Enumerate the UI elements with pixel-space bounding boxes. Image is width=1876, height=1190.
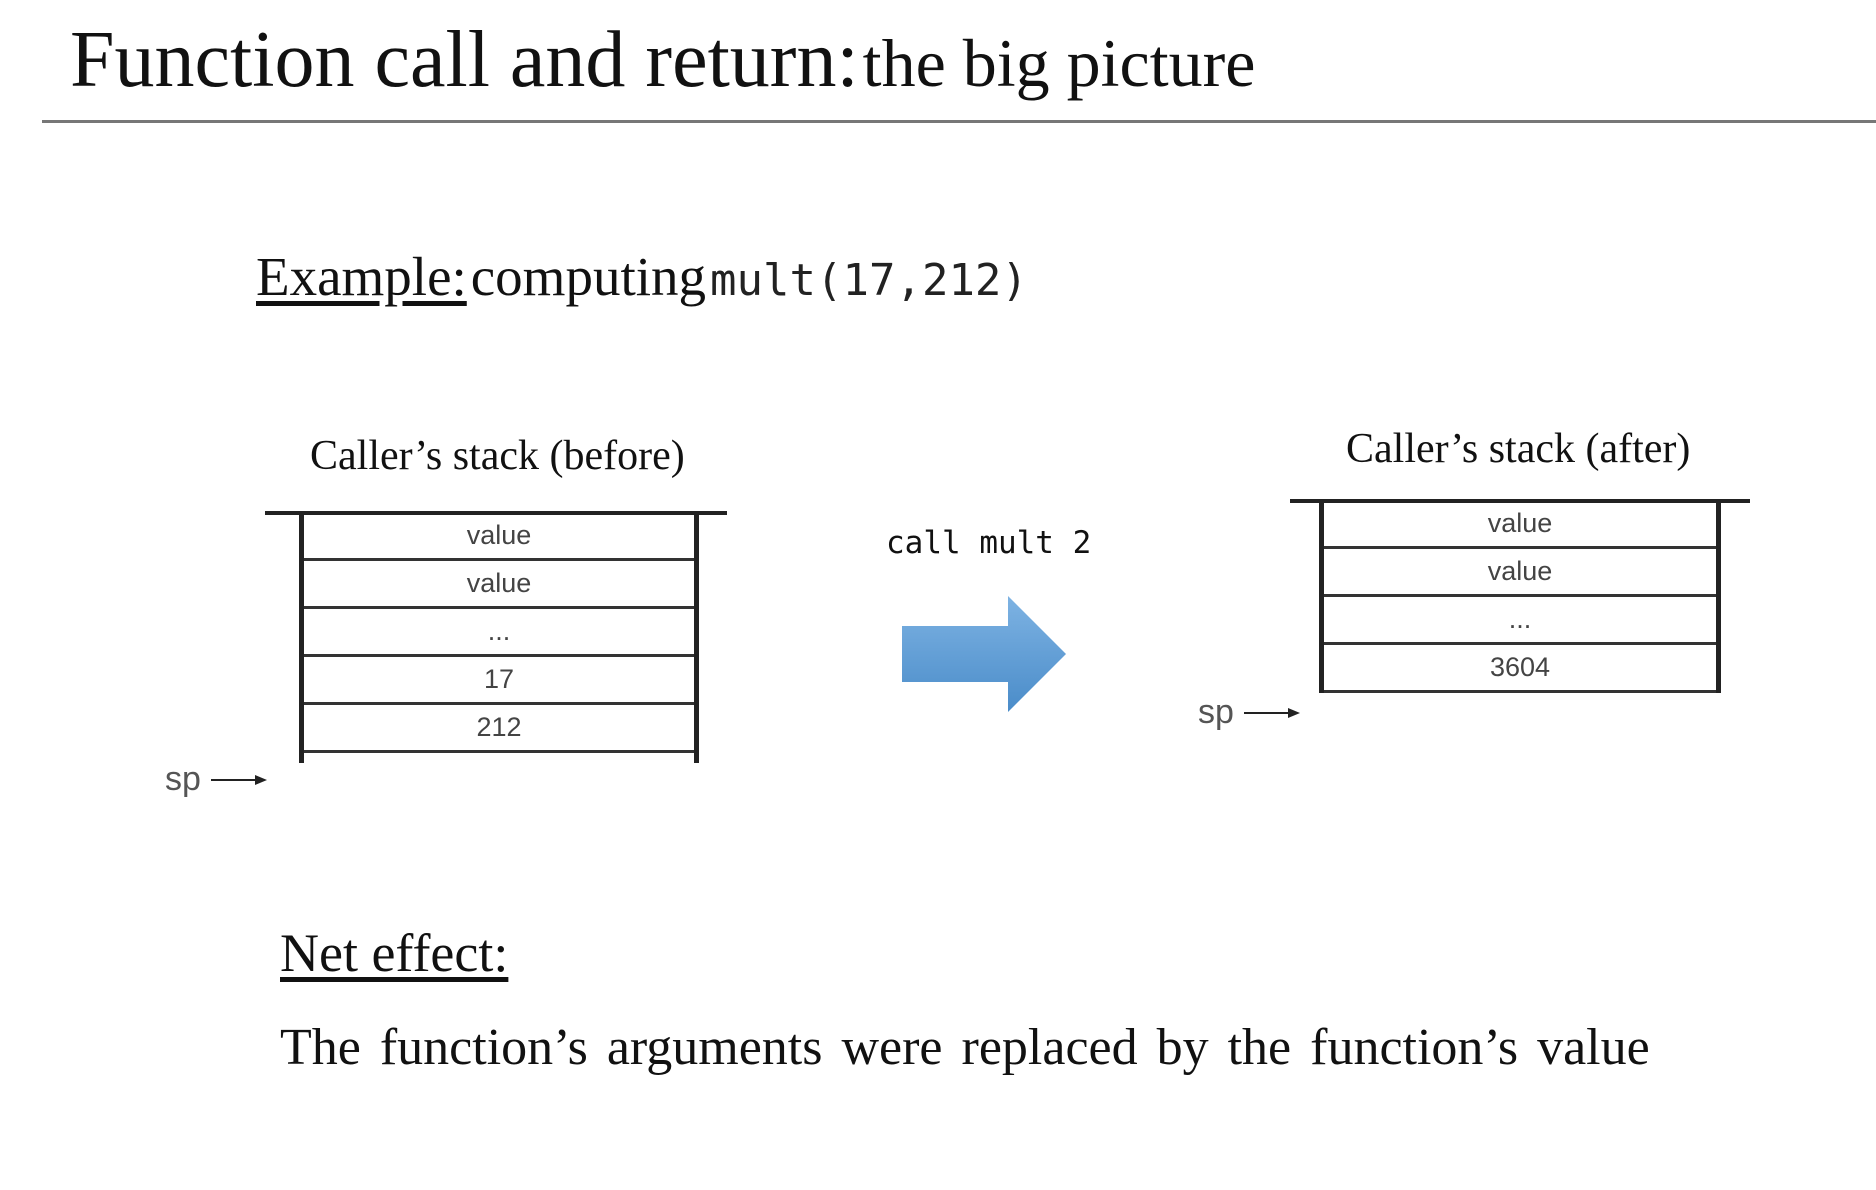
- call-command: call mult 2: [886, 525, 1092, 561]
- stack-cell: 17: [304, 657, 694, 705]
- slide-title-main: Function call and return:: [70, 16, 859, 104]
- sp-label: sp: [165, 760, 201, 798]
- after-stack: value value ... 3604: [1319, 501, 1721, 693]
- example-code: mult(17,212): [710, 255, 1028, 306]
- stack-cell: 3604: [1324, 645, 1716, 693]
- stack-cell: value: [1324, 501, 1716, 549]
- before-sp-pointer: sp: [165, 760, 267, 799]
- after-stack-top-rule: [1290, 499, 1750, 503]
- net-effect-text: The function’s arguments were replaced b…: [280, 1019, 1650, 1076]
- stack-cell: value: [304, 561, 694, 609]
- before-stack-caption: Caller’s stack (before): [310, 433, 685, 479]
- example-text: computing: [470, 246, 707, 307]
- stack-cell-empty: [304, 753, 694, 763]
- stack-cell: 212: [304, 705, 694, 753]
- title-divider: [42, 120, 1876, 123]
- right-block-arrow-icon: [902, 596, 1066, 712]
- slide-title-sub: the big picture: [862, 25, 1256, 101]
- net-effect-label: Net effect:: [280, 923, 509, 983]
- example-line: Example: computing mult(17,212): [256, 244, 1028, 310]
- before-stack-top-rule: [265, 511, 727, 515]
- stack-cell: ...: [304, 609, 694, 657]
- right-arrow-icon: [210, 774, 267, 785]
- sp-label: sp: [1198, 693, 1234, 731]
- after-stack-caption: Caller’s stack (after): [1346, 426, 1691, 472]
- stack-cell: value: [304, 513, 694, 561]
- before-stack: value value ... 17 212: [299, 513, 699, 763]
- stack-cell: value: [1324, 549, 1716, 597]
- after-sp-pointer: sp: [1198, 693, 1300, 732]
- stack-cell: ...: [1324, 597, 1716, 645]
- slide-title: Function call and return: the big pictur…: [70, 12, 1255, 108]
- example-label: Example:: [256, 246, 467, 307]
- right-arrow-icon: [1243, 707, 1300, 718]
